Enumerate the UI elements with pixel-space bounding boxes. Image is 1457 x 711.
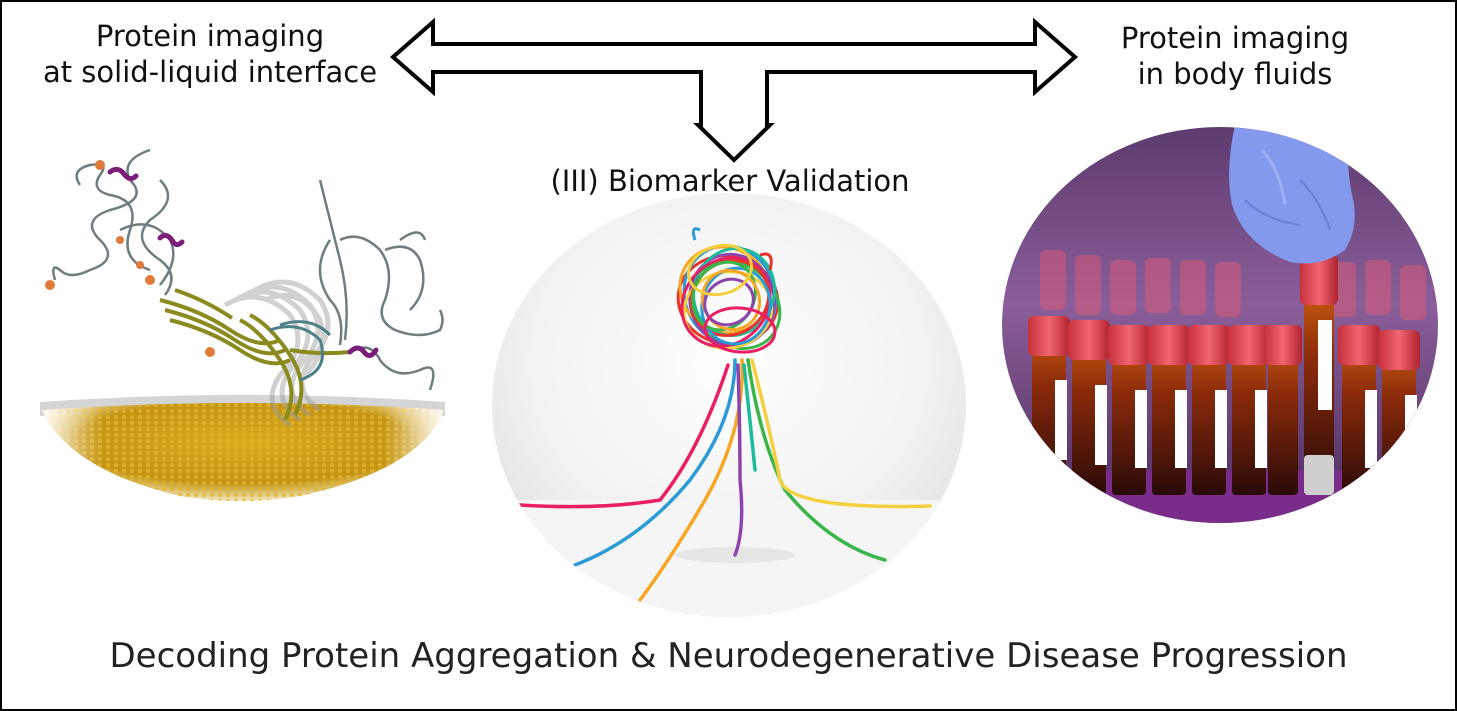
lifted-tube (1300, 255, 1338, 495)
center-panel-label: (III) Biomarker Validation (550, 164, 910, 198)
beta-sheet-fibril (159, 288, 351, 421)
rubber-band-strands (518, 358, 932, 602)
gloved-hand (1229, 127, 1355, 264)
right-label-line-2: in body fluids (1137, 57, 1333, 91)
front-row-tubes (1028, 255, 1420, 495)
left-label-line-1: Protein imaging (95, 19, 325, 53)
alpha-helices (107, 166, 379, 358)
right-panel-label: Protein imaging in body fluids (1090, 20, 1380, 92)
left-panel-label: Protein imaging at solid-liquid interfac… (40, 18, 380, 90)
right-label-line-1: Protein imaging (1120, 21, 1350, 55)
atom-spheres (45, 160, 215, 357)
left-label-line-2: at solid-liquid interface (42, 55, 378, 89)
double-arrow-with-down-arrow (389, 17, 1079, 163)
rubber-band-ball (676, 227, 782, 354)
figure-footer-title: Decoding Protein Aggregation & Neurodege… (109, 636, 1348, 676)
